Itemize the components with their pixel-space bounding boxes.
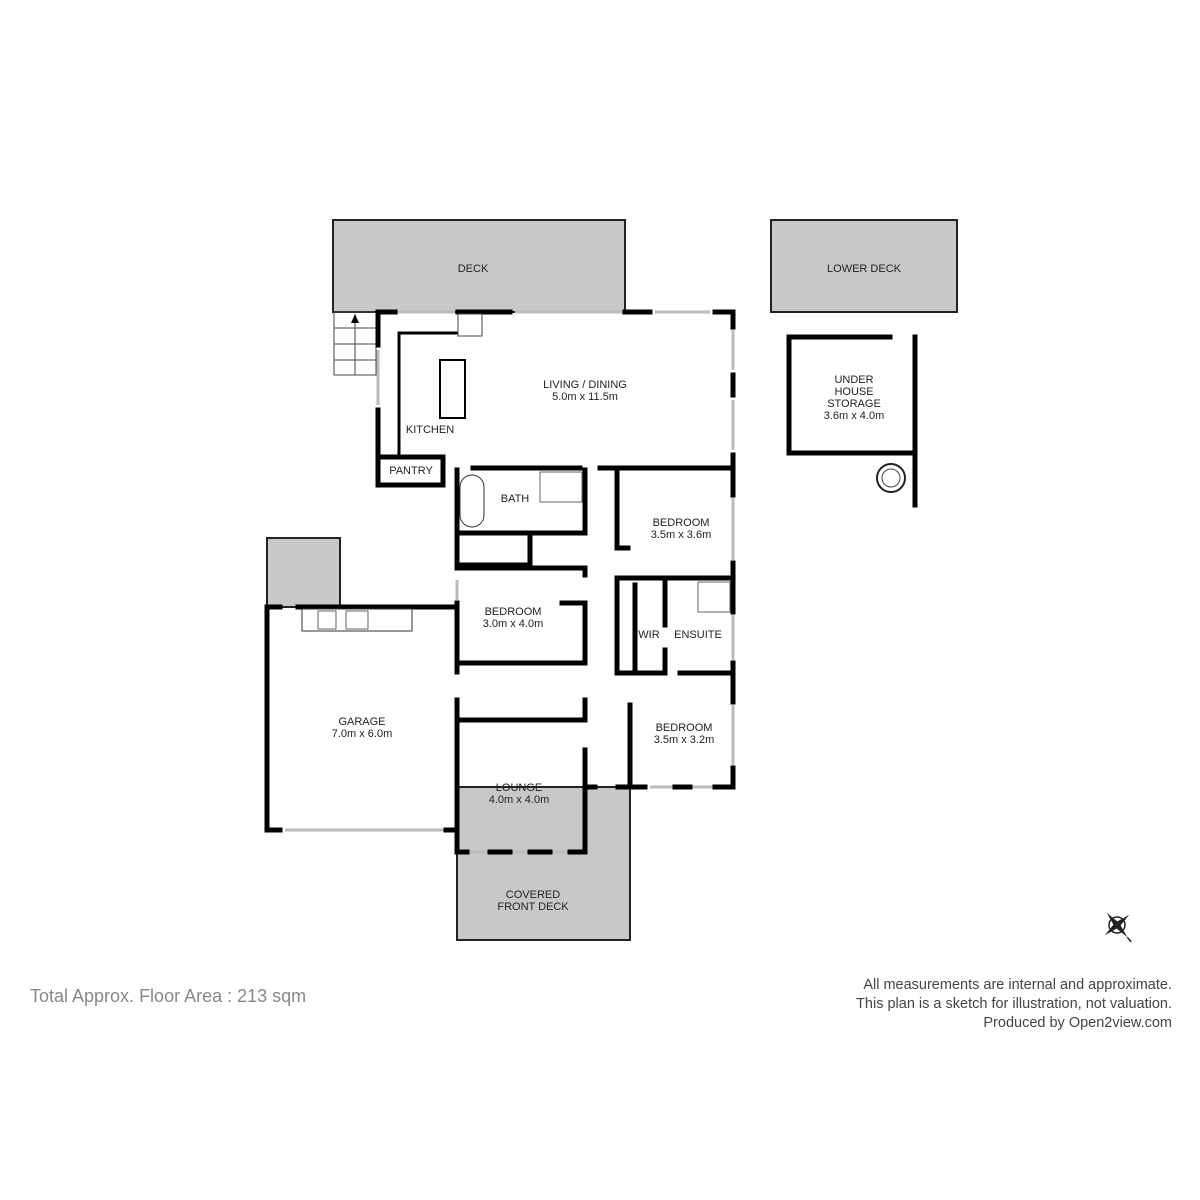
bedroom1-label: BEDROOM xyxy=(653,517,710,529)
front-deck-area xyxy=(456,786,631,941)
bedroom3-size: 3.5m x 3.2m xyxy=(654,734,715,746)
lower-deck-label: LOWER DECK xyxy=(827,263,902,275)
living-size: 5.0m x 11.5m xyxy=(552,391,618,403)
bedroom2-label: BEDROOM xyxy=(485,606,542,618)
ensuite-label: ENSUITE xyxy=(674,629,722,641)
pantry-label: PANTRY xyxy=(389,465,433,477)
windows xyxy=(285,310,735,854)
bedroom1-size: 3.5m x 3.6m xyxy=(651,529,712,541)
garage-size: 7.0m x 6.0m xyxy=(332,728,393,740)
garage-side-area xyxy=(266,537,341,608)
stairs xyxy=(333,311,377,376)
front-deck-label-2: FRONT DECK xyxy=(497,901,569,913)
bedroom2-size: 3.0m x 4.0m xyxy=(483,618,544,630)
deck-label: DECK xyxy=(458,263,489,275)
walls xyxy=(264,309,918,855)
deck-area xyxy=(332,219,626,313)
lounge-label: LOUNGE xyxy=(496,782,542,794)
lounge-size: 4.0m x 4.0m xyxy=(489,794,550,806)
garage-label: GARAGE xyxy=(338,716,385,728)
storage-size: 3.6m x 4.0m xyxy=(824,410,885,422)
compass-icon xyxy=(1104,912,1132,943)
kitchen-label: KITCHEN xyxy=(406,424,454,436)
bedroom3-label: BEDROOM xyxy=(656,722,713,734)
wir-label: WIR xyxy=(638,629,659,641)
bath-label: BATH xyxy=(501,493,530,505)
total-floor-area: Total Approx. Floor Area : 213 sqm xyxy=(30,986,307,1006)
lower-deck-area xyxy=(770,219,958,313)
producer-credit: Produced by Open2view.com xyxy=(983,1015,1172,1031)
disclaimer-line-1: All measurements are internal and approx… xyxy=(863,977,1172,993)
living-label: LIVING / DINING xyxy=(543,379,627,391)
storage-label-2: HOUSE xyxy=(834,386,873,398)
disclaimer: All measurements are internal and approx… xyxy=(856,976,1172,1033)
disclaimer-line-2: This plan is a sketch for illustration, … xyxy=(856,996,1172,1012)
front-deck-label-1: COVERED xyxy=(506,889,560,901)
storage-label-3: STORAGE xyxy=(827,398,881,410)
storage-label-1: UNDER xyxy=(834,374,873,386)
